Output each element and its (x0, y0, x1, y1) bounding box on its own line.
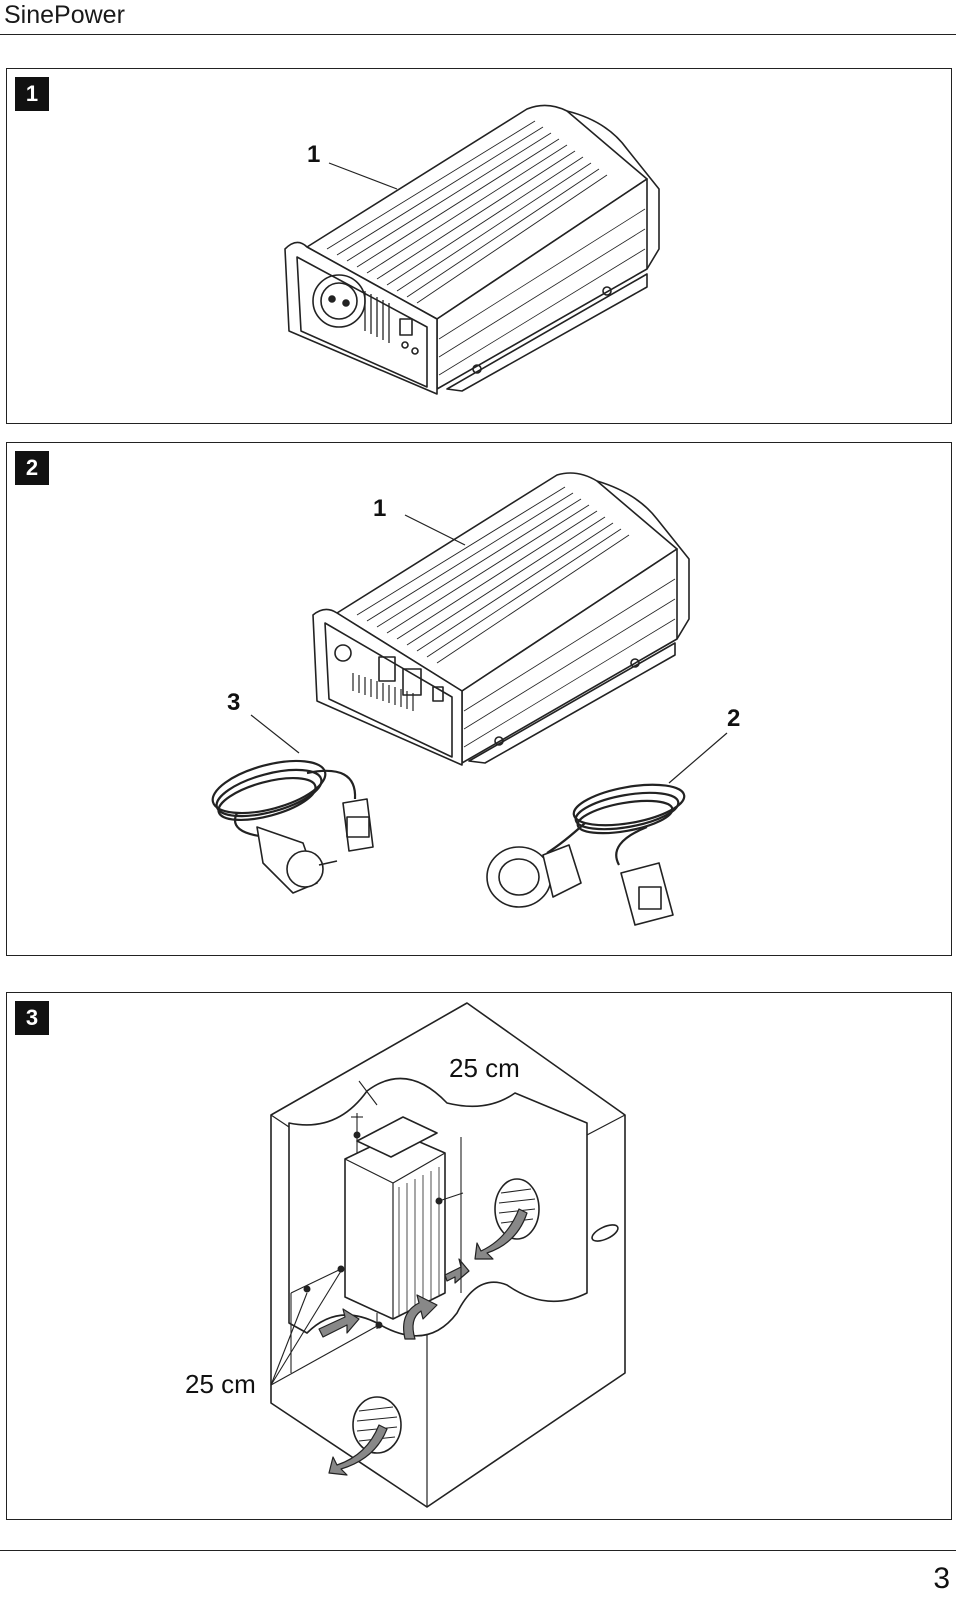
page-number: 3 (933, 1562, 950, 1595)
callout-label: 1 (373, 495, 387, 522)
figure-number-badge: 1 (15, 77, 49, 111)
clearance-dimension-bottom: 25 cm (185, 1369, 256, 1399)
inverter-illustration (284, 104, 660, 395)
inverter-with-cables-illustration (211, 472, 728, 926)
callout-label: 2 (727, 705, 741, 732)
footer-rule (0, 1550, 956, 1551)
ventilation-clearance-illustration (270, 1002, 626, 1508)
clearance-dimension-top: 25 cm (449, 1053, 520, 1083)
callout-label: 3 (227, 689, 241, 716)
callout-label: 1 (307, 141, 321, 168)
figure-2-panel: 2 (6, 442, 952, 956)
figure-number-badge: 3 (15, 1001, 49, 1035)
figure-1-panel: 1 (6, 68, 952, 424)
figure-number-badge: 2 (15, 451, 49, 485)
header-rule (0, 34, 956, 35)
figure-3-panel: 3 (6, 992, 952, 1520)
document-title: SinePower (4, 1, 125, 29)
